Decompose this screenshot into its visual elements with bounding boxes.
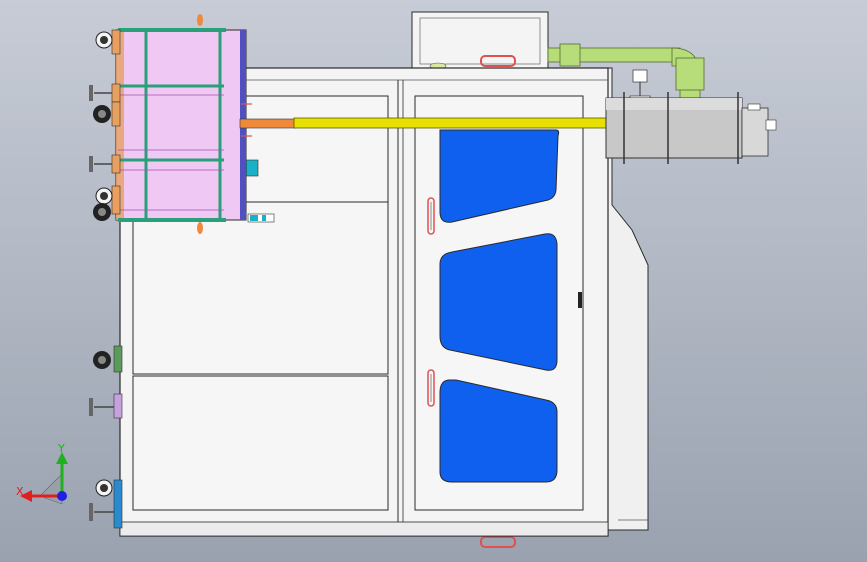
door-handle-upper xyxy=(427,197,435,235)
left-middle-panel xyxy=(132,201,389,377)
window-panel-bottom xyxy=(439,379,558,483)
elbow-pipe xyxy=(547,43,705,99)
orientation-triad: X Y xyxy=(16,442,68,505)
window-panel-top xyxy=(439,129,560,223)
door-handle-lower xyxy=(427,369,435,407)
caster-wheel-5 xyxy=(95,479,123,529)
control-indicator xyxy=(243,159,275,223)
top-handle xyxy=(480,55,516,67)
caster-wheel-1 xyxy=(95,29,121,55)
x-axis-label: X xyxy=(16,485,24,498)
window-panel-middle xyxy=(439,233,558,371)
cylinder-housing xyxy=(605,92,777,164)
left-lower-panel xyxy=(132,375,389,511)
leveling-foot-1 xyxy=(89,83,121,103)
plate-filter-assembly xyxy=(115,14,252,234)
caster-wheel-2 xyxy=(93,101,121,127)
leveling-foot-4 xyxy=(89,503,114,521)
bottom-handle xyxy=(480,536,516,548)
leveling-foot-3 xyxy=(89,393,123,419)
z-axis xyxy=(57,491,67,501)
y-axis-label: Y xyxy=(57,442,65,455)
caster-wheel-4 xyxy=(93,345,123,373)
caster-wheel-3 xyxy=(93,185,121,221)
leveling-foot-2 xyxy=(89,154,121,174)
